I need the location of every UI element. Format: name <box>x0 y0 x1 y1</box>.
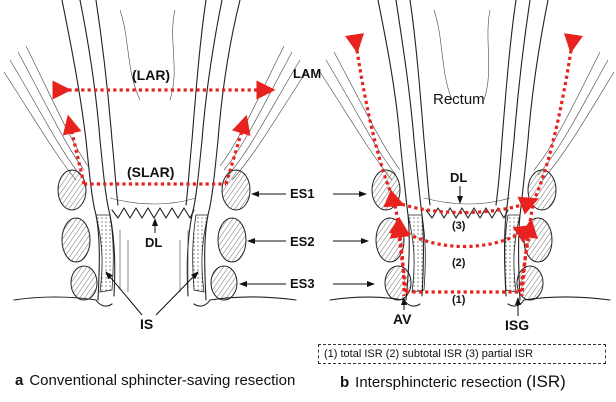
rectum-label: Rectum <box>433 91 485 108</box>
es3-label: ES3 <box>290 276 315 291</box>
panel-b-anatomy <box>320 0 614 306</box>
slar-label: (SLAR) <box>127 164 174 180</box>
line1-label: (1) <box>452 294 466 306</box>
av-label: AV <box>393 311 412 327</box>
panel-a-dl-label: DL <box>145 235 162 250</box>
resection-legend: (1) total ISR (2) subtotal ISR (3) parti… <box>318 344 606 364</box>
es2-label: ES2 <box>290 234 315 249</box>
panel-b-dl-label: DL <box>450 170 467 185</box>
panel-a-caption: a Conventional sphincter-saving resection <box>15 372 295 389</box>
panel-a-anatomy <box>4 0 306 306</box>
panel-b-caption: b Intersphincteric resection (ISR) <box>340 372 566 392</box>
is-label: IS <box>140 316 153 332</box>
is-right-arrow <box>156 272 198 315</box>
lar-label: (LAR) <box>132 67 170 83</box>
partial-isr-line <box>396 202 530 213</box>
es1-label: ES1 <box>290 186 315 201</box>
isg-label: ISG <box>505 317 529 333</box>
line3-label: (3) <box>452 220 466 232</box>
panel-b-letter: b <box>340 374 349 391</box>
lam-label: LAM <box>293 66 321 81</box>
panel-b-caption-abbr: (ISR) <box>526 372 566 391</box>
panel-b-caption-text: Intersphincteric resection <box>355 374 522 391</box>
is-left-arrow <box>106 272 142 315</box>
panel-a-letter: a <box>15 372 23 389</box>
line2-label: (2) <box>452 257 466 269</box>
panel-a-caption-text: Conventional sphincter-saving resection <box>29 372 295 389</box>
